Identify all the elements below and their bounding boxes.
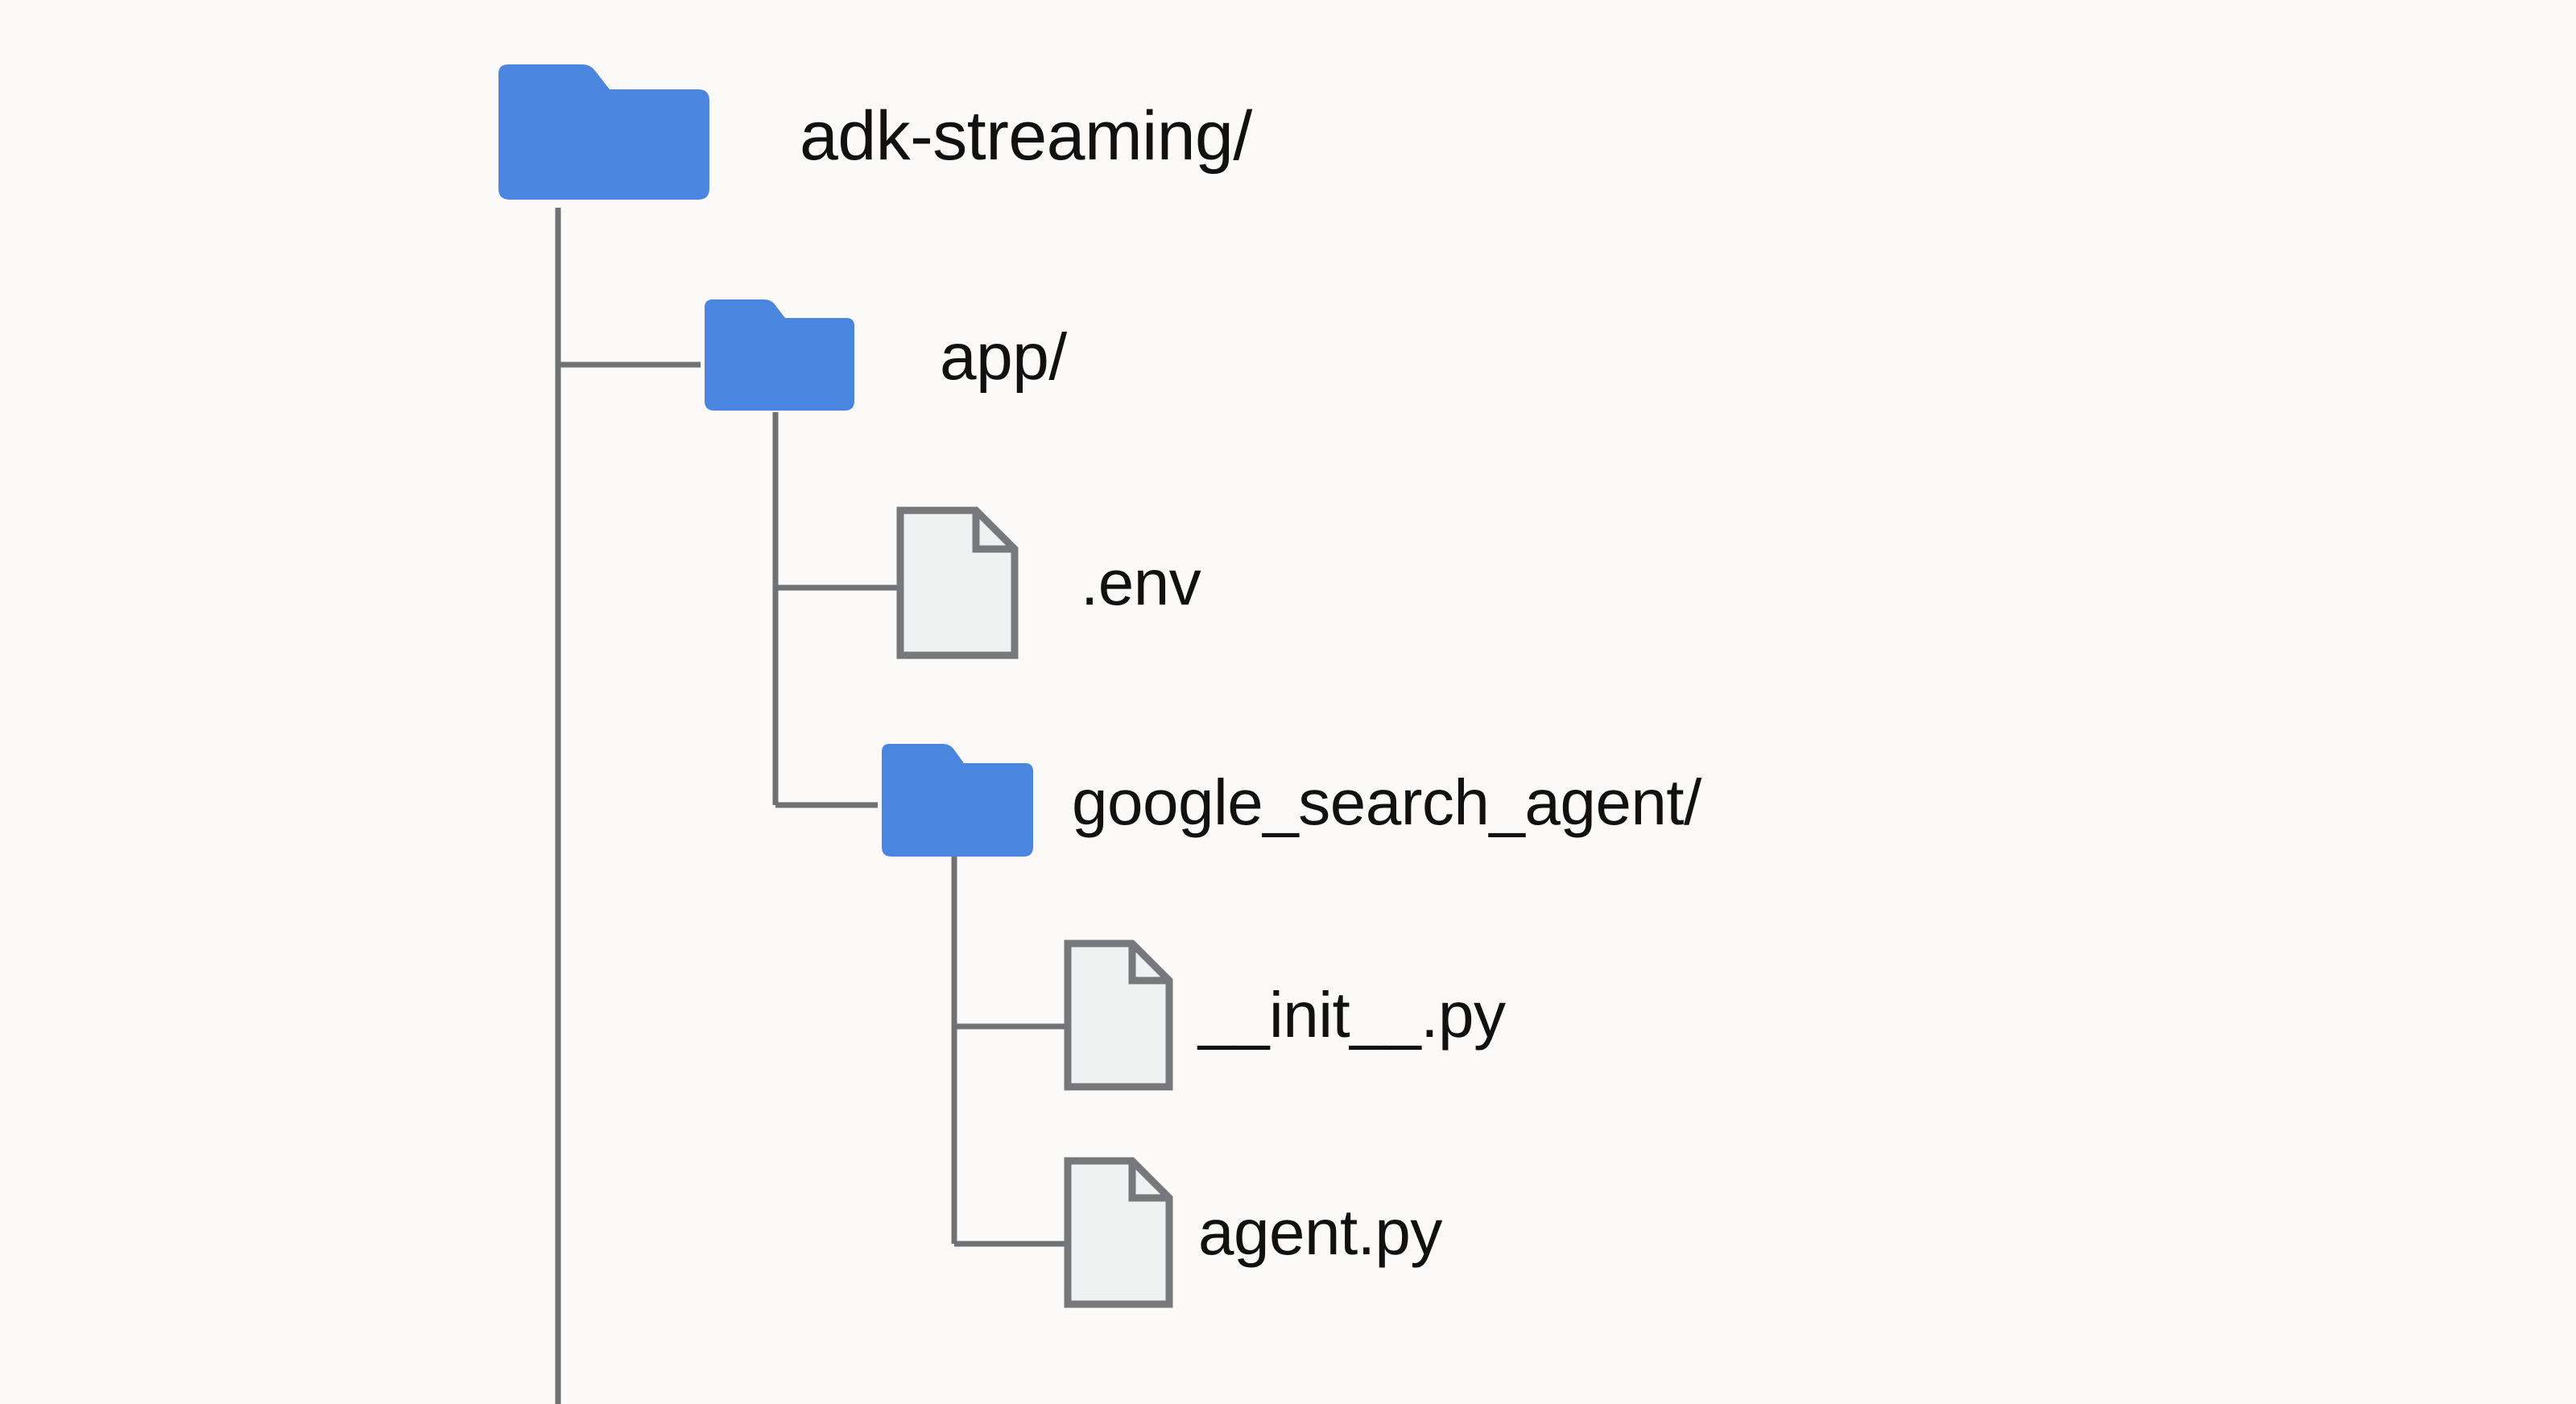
tree-node-agent-py[interactable]: agent.py bbox=[1063, 1156, 1442, 1309]
tree-node-init-py[interactable]: __init__.py bbox=[1063, 939, 1506, 1092]
tree-node-google-search-agent[interactable]: google_search_agent/ bbox=[874, 742, 1701, 863]
folder-icon bbox=[874, 742, 1040, 863]
file-icon bbox=[1063, 939, 1176, 1092]
file-icon bbox=[895, 506, 1024, 660]
tree-node-google-search-agent-label: google_search_agent/ bbox=[1072, 766, 1701, 838]
tree-node-root-label: adk-streaming/ bbox=[800, 97, 1252, 175]
file-icon bbox=[1063, 1156, 1176, 1309]
folder-icon bbox=[697, 298, 861, 417]
tree-node-env-label: .env bbox=[1081, 547, 1201, 618]
folder-icon bbox=[487, 63, 719, 209]
tree-node-init-py-label: __init__.py bbox=[1198, 979, 1506, 1051]
tree-node-app[interactable]: app/ bbox=[697, 298, 1067, 417]
tree-node-app-label: app/ bbox=[940, 320, 1067, 394]
tree-node-env[interactable]: .env bbox=[895, 506, 1201, 660]
tree-node-root[interactable]: adk-streaming/ bbox=[487, 63, 1252, 209]
tree-node-agent-py-label: agent.py bbox=[1198, 1196, 1442, 1268]
